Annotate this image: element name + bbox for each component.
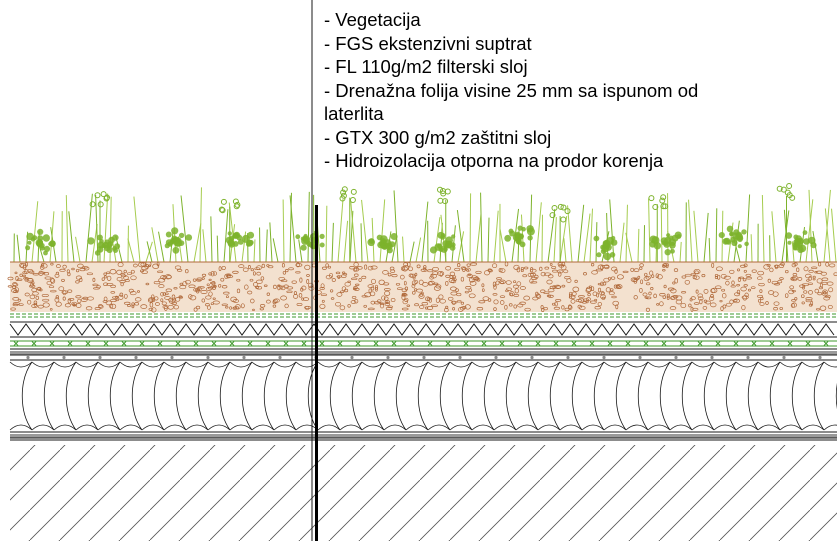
- layer-label: - Drenažna folija visine 25 mm sa ispuno…: [324, 79, 699, 101]
- filter-layer: [10, 313, 837, 318]
- drainage-layer: [9, 321, 837, 338]
- layer-label: - Hidroizolacija otporna na prodor koren…: [324, 150, 664, 171]
- substrate-layer: [7, 261, 837, 313]
- layer-legend: - Vegetacija- FGS ekstenzivni suptrat- F…: [324, 8, 824, 173]
- layer-label: - GTX 300 g/m2 zaštitni sloj: [324, 126, 552, 148]
- vapor-barrier-layer: [10, 434, 837, 441]
- layer-label: - FL 110g/m2 filterski sloj: [324, 56, 528, 77]
- layer-label: laterlita: [324, 103, 384, 124]
- layer-label: - Vegetacija: [324, 9, 421, 30]
- waterproofing-layer: [10, 348, 837, 360]
- protection-layer: [10, 340, 837, 347]
- layer-label: - FGS ekstenzivni suptrat: [324, 32, 532, 54]
- section-cut-line: [311, 0, 318, 541]
- concrete-slab: [10, 445, 837, 541]
- vegetation-layer: [13, 183, 837, 263]
- thermal-insulation-layer: [9, 359, 837, 433]
